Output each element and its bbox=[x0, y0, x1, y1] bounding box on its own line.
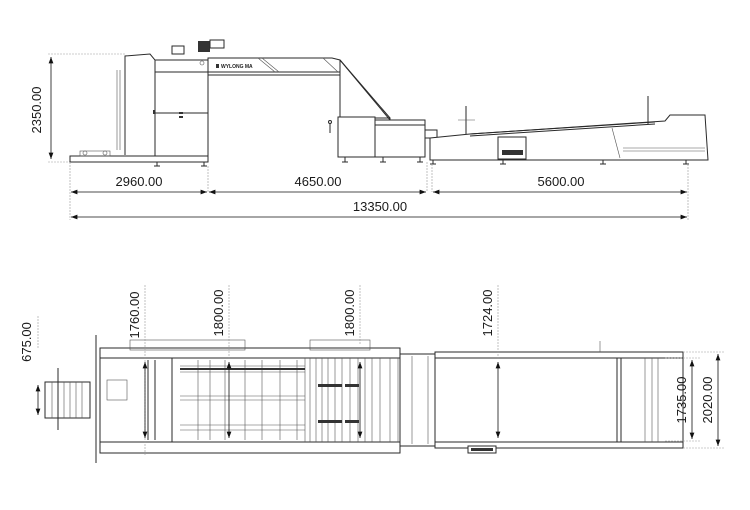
brand-label: WYLONG MA bbox=[221, 64, 253, 70]
total-length-dimension-label: 13350.00 bbox=[353, 199, 407, 214]
dim-1800-label-1: 1800.00 bbox=[211, 290, 226, 337]
segment-dimension-label-2: 4650.00 bbox=[295, 174, 342, 189]
dim-1760-label: 1760.00 bbox=[127, 292, 142, 339]
plan-view: 675.00 bbox=[19, 285, 725, 463]
dim-1735-label: 1735.00 bbox=[674, 377, 689, 424]
dim-1800-label-2: 1800.00 bbox=[342, 290, 357, 337]
feeder-unit bbox=[328, 116, 438, 163]
stacker-unit bbox=[69, 39, 225, 167]
height-dimension-label: 2350.00 bbox=[29, 87, 44, 134]
side-elevation-view: 2350.00 bbox=[29, 39, 709, 220]
bridge-conveyor: WYLONG MA bbox=[207, 57, 391, 122]
dim-675-label: 675.00 bbox=[19, 322, 34, 362]
dim-1724-label: 1724.00 bbox=[480, 290, 495, 337]
dim-2020-label: 2020.00 bbox=[700, 377, 715, 424]
infeed-table bbox=[429, 96, 709, 165]
segment-dimension-label-1: 2960.00 bbox=[116, 174, 163, 189]
segment-dimension-label-3: 5600.00 bbox=[538, 174, 585, 189]
